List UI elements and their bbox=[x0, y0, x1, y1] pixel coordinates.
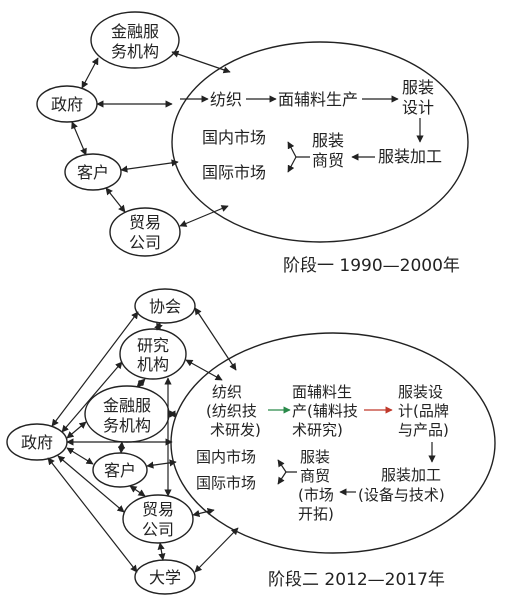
s1-link-customer-ellipse bbox=[120, 159, 179, 173]
s1-government-label: 政府 bbox=[51, 95, 83, 114]
s2-link-finance-customer bbox=[117, 441, 126, 454]
s2-fabric-label-3: 术研究) bbox=[292, 421, 343, 439]
s1-commerce-label-2: 商贸 bbox=[312, 151, 344, 170]
s1-design-label-2: 设计 bbox=[402, 98, 434, 117]
s1-finance-label-2: 务机构 bbox=[111, 42, 159, 61]
s1-international-label: 国际市场 bbox=[202, 163, 266, 182]
s1-link-finance-gov bbox=[81, 57, 99, 89]
s2-design-label-3: 与产品) bbox=[398, 421, 449, 439]
s2-trade-label-2: 公司 bbox=[142, 520, 174, 539]
s1-processing-label: 服装加工 bbox=[378, 147, 442, 166]
s1-link-finance-ellipse bbox=[171, 50, 231, 74]
s1-arrow-commerce-international bbox=[287, 156, 297, 173]
s1-trade-node bbox=[109, 207, 181, 257]
s1-fabric-label: 面辅料生产 bbox=[278, 90, 358, 109]
s2-textile-label-1: 纺织 bbox=[212, 383, 242, 401]
s1-finance-node bbox=[90, 11, 180, 69]
s2-link-association-research bbox=[154, 322, 163, 331]
s2-processing-label-1: 服装加工 bbox=[381, 466, 441, 484]
s2-link-research-finance bbox=[136, 378, 146, 388]
s2-link-trade-ellipse bbox=[192, 507, 215, 518]
s2-government-label: 政府 bbox=[21, 433, 53, 452]
s2-finance-label-2: 务机构 bbox=[103, 416, 151, 435]
s2-link-gov-finance bbox=[66, 421, 87, 439]
s2-link-customer-ellipse bbox=[146, 459, 177, 469]
s2-commerce-label-4: 开拓) bbox=[298, 505, 334, 523]
s1-link-customer-trade bbox=[105, 187, 126, 213]
s2-university-label: 大学 bbox=[149, 568, 181, 587]
s2-link-association-ellipse bbox=[194, 307, 237, 371]
s2-link-gov-research bbox=[61, 361, 123, 433]
s2-arrow-commerce-international bbox=[277, 471, 287, 485]
s1-trade-label-1: 贸易 bbox=[129, 213, 161, 232]
s2-link-university-ellipse bbox=[194, 527, 239, 573]
s2-fabric-label-1: 面辅料生 bbox=[292, 383, 352, 401]
s2-association-label: 协会 bbox=[149, 297, 181, 316]
s1-customer-label: 客户 bbox=[77, 163, 109, 182]
s2-textile-label-2: (纺织技 bbox=[206, 402, 257, 420]
s2-link-gov-customer bbox=[66, 447, 94, 465]
s1-link-trade-ellipse bbox=[179, 205, 229, 227]
s2-link-research-ellipse bbox=[185, 359, 223, 381]
s2-design-label-2: 计(品牌 bbox=[398, 402, 449, 420]
s1-commerce-label-1: 服装 bbox=[312, 131, 344, 150]
s2-textile-label-3: 术研发) bbox=[210, 421, 261, 439]
s1-finance-label-1: 金融服 bbox=[111, 22, 159, 41]
s2-commerce-label-3: (市场 bbox=[298, 486, 334, 504]
s1-link-gov-customer bbox=[71, 121, 87, 156]
s1-design-label-1: 服装 bbox=[402, 78, 434, 97]
s1-arrow-commerce-domestic bbox=[287, 141, 310, 158]
s2-commerce-label-2: 商贸 bbox=[300, 467, 330, 485]
s2-design-label-1: 服装设 bbox=[398, 383, 443, 401]
s2-domestic-label: 国内市场 bbox=[196, 448, 256, 466]
s2-link-gov-university bbox=[47, 457, 138, 573]
s2-research-label-1: 研究 bbox=[137, 336, 169, 355]
s2-link-customer-trade bbox=[129, 485, 146, 497]
s2-processing-label-2: (设备与技术) bbox=[358, 486, 445, 504]
s1-trade-label-2: 公司 bbox=[129, 233, 161, 252]
s2-trade-label-1: 贸易 bbox=[142, 500, 174, 519]
s1-domestic-label: 国内市场 bbox=[202, 128, 266, 147]
s1-caption: 阶段一 1990—2000年 bbox=[283, 256, 460, 276]
s2-fabric-label-2: 产(辅料技 bbox=[292, 402, 358, 420]
s2-customer-label: 客户 bbox=[104, 461, 136, 480]
s2-caption: 阶段二 2012—2017年 bbox=[268, 570, 445, 590]
s2-association-node bbox=[134, 288, 196, 324]
s2-commerce-label-1: 服装 bbox=[300, 448, 330, 466]
s2-research-label-2: 机构 bbox=[137, 355, 169, 374]
s2-finance-label-1: 金融服 bbox=[103, 396, 151, 415]
s2-link-trade-university bbox=[157, 542, 166, 561]
s1-textile-label: 纺织 bbox=[210, 90, 242, 109]
s2-arrow-commerce-domestic bbox=[277, 459, 297, 473]
s1-industry-ellipse bbox=[171, 41, 469, 243]
stage1-diagram: 金融服 务机构 政府 客户 贸易 公司 纺织 面辅料生产 服装 设计 服装加工 … bbox=[36, 11, 469, 276]
s2-international-label: 国际市场 bbox=[196, 474, 256, 492]
stage2-diagram: 协会 研究 机构 金融服 务机构 政府 客户 贸易 公司 大学 纺织 (纺织技 … bbox=[6, 288, 496, 595]
